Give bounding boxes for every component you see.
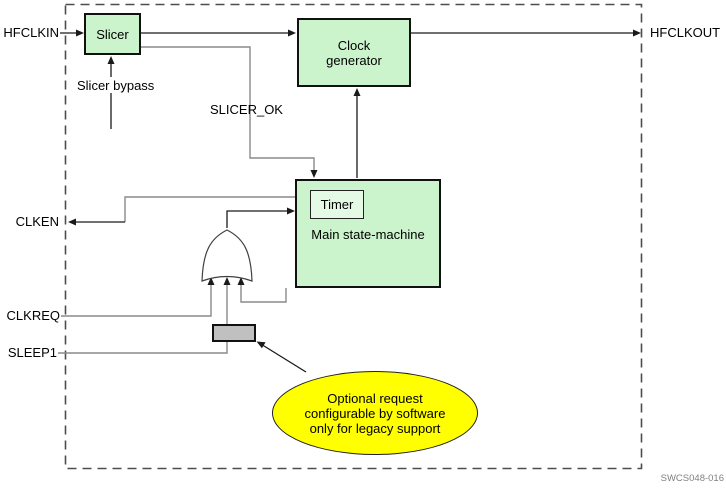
arrow-hfclkout [633, 29, 641, 37]
main-state-machine-block: Timer Main state-machine [295, 179, 441, 288]
clken-label: CLKEN [15, 214, 59, 229]
legacy-request-box [212, 324, 256, 342]
clock-generator-block-label: Clock generator [326, 37, 382, 68]
control-wires [58, 46, 315, 354]
arrow-gate-input-left [207, 277, 215, 285]
note-ellipse: Optional request configurable by softwar… [272, 371, 478, 455]
timer-block: Timer [310, 190, 364, 219]
arrow-gate-input-middle [223, 277, 231, 285]
arrow-into-clockgen [288, 29, 296, 37]
sleep1-wire [58, 284, 228, 354]
arrow-slicer-bypass [107, 56, 115, 64]
arrowheads [68, 29, 641, 349]
clkreq-label: CLKREQ [6, 308, 60, 323]
arrow-into-slicer [76, 29, 84, 37]
slicer-block-label: Slicer [96, 26, 129, 42]
signal-wires [60, 32, 634, 373]
arrow-clken-out [68, 218, 76, 226]
hfclkin-label: HFCLKIN [3, 25, 59, 40]
figure-code: SWCS048-016 [660, 473, 724, 484]
feedback-wire [240, 284, 287, 303]
slicer-block: Slicer [84, 13, 141, 55]
main-state-machine-label: Main state-machine [311, 227, 425, 242]
clock-generator-block: Clock generator [297, 18, 411, 87]
arrow-gate-into-msm [287, 207, 295, 215]
sleep1-label: SLEEP1 [7, 345, 57, 360]
module-boundary [64, 3, 643, 470]
note-line-1: Optional request [327, 390, 423, 406]
arrow-gate-input-right [237, 277, 245, 285]
arrow-note-to-maskbox [256, 341, 266, 349]
hfclkout-label: HFCLKOUT [650, 25, 721, 40]
slicer-bypass-label: Slicer bypass [77, 78, 155, 93]
or-gate-output-wire [226, 210, 288, 228]
note-line-3: only for legacy support [309, 420, 441, 436]
note-line-2: configurable by software [304, 405, 446, 421]
note-pointer-line [259, 342, 307, 373]
timer-block-label: Timer [320, 197, 354, 212]
arrow-slicer-ok-into-msm [310, 170, 318, 178]
or-gate-icon [201, 229, 253, 282]
clkreq-wire [61, 284, 212, 317]
clken-wire-upper [124, 196, 296, 222]
slicer-ok-label: SLICER_OK [210, 102, 283, 117]
slicer-ok-wire [141, 46, 315, 171]
arrow-msm-to-clockgen [353, 88, 361, 96]
